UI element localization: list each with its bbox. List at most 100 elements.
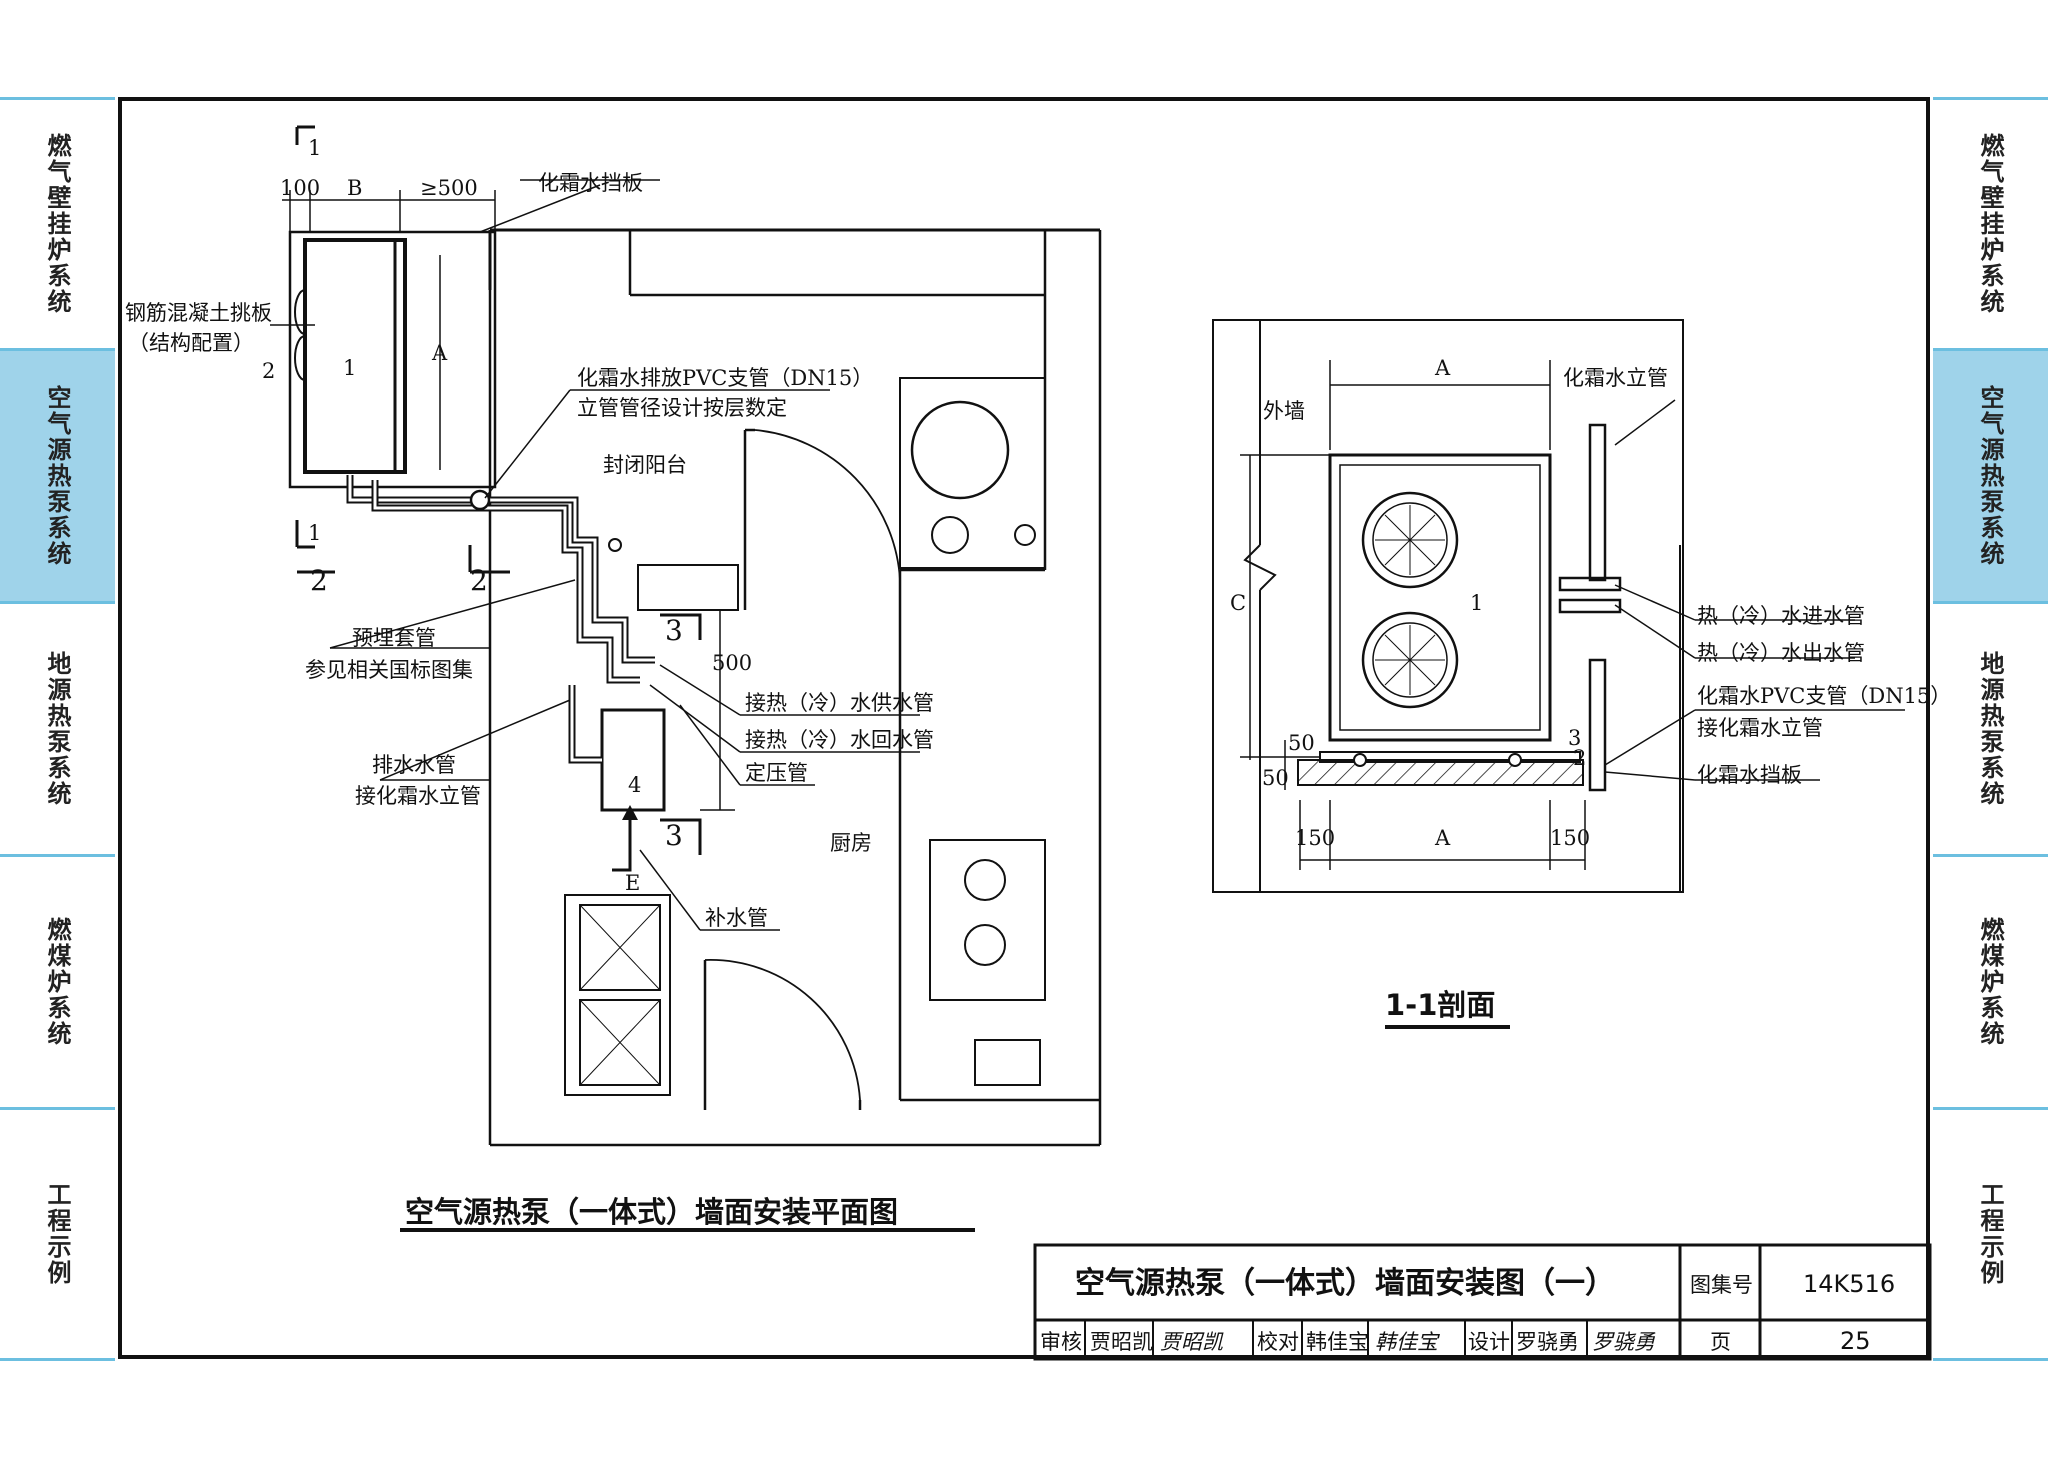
section-mark-3-bottom: 3 <box>665 819 683 852</box>
tab-label: 燃气壁挂炉系统 <box>43 133 71 315</box>
tab-label: 地源热泵系统 <box>1976 651 2004 807</box>
right-tab-ground-source[interactable]: 地源热泵系统 <box>1933 604 2048 854</box>
tab-divider <box>0 601 115 604</box>
left-tab-air-source[interactable]: 空气源热泵系统 <box>0 351 115 601</box>
designer-signature: 罗骁勇 <box>1592 1330 1656 1354</box>
section-mark-2: 2 <box>1573 746 1586 770</box>
left-tab-examples[interactable]: 工程示例 <box>0 1110 115 1358</box>
tab-divider <box>1933 1358 2048 1361</box>
label-riser: 化霜水立管 <box>1563 366 1668 390</box>
tab-divider <box>0 854 115 857</box>
label-defrost-baffle: 化霜水挡板 <box>538 171 643 195</box>
mark-2: 2 <box>262 359 275 383</box>
reviewer-signature: 贾昭凯 <box>1160 1330 1224 1354</box>
dim-e: E <box>625 871 640 895</box>
label-outlet: 热（冷）水出水管 <box>1697 641 1865 665</box>
left-tab-coal-stove[interactable]: 燃煤炉系统 <box>0 857 115 1107</box>
section-mark-1-bottom: 1 <box>308 521 321 545</box>
right-tab-air-source[interactable]: 空气源热泵系统 <box>1933 351 2048 601</box>
tab-label: 工程示例 <box>1976 1182 2004 1286</box>
dim-500: ≥500 <box>420 176 478 200</box>
label-section-pvc-note: 接化霜水立管 <box>1697 716 1823 740</box>
section-dim-150-right: 150 <box>1550 826 1590 850</box>
tab-divider <box>1933 1107 2048 1110</box>
section-dim-a-bottom: A <box>1434 826 1451 850</box>
tab-label: 地源热泵系统 <box>43 651 71 807</box>
tab-divider <box>0 1107 115 1110</box>
section-dim-c: C <box>1230 591 1246 615</box>
section-mark-2-right: 2 <box>470 564 488 597</box>
section-view <box>1212 319 1905 1029</box>
label-supply: 接热（冷）水供水管 <box>745 691 934 715</box>
left-tab-gas-boiler[interactable]: 燃气壁挂炉系统 <box>0 100 115 348</box>
label-pressure-pipe: 定压管 <box>745 761 808 785</box>
atlas-number: 14K516 <box>1803 1270 1895 1298</box>
label-balcony: 封闭阳台 <box>603 453 687 477</box>
washer-drum <box>910 400 1010 500</box>
plan-title: 空气源热泵（一体式）墙面安装平面图 <box>405 1195 898 1229</box>
design-label: 设计 <box>1468 1330 1510 1354</box>
section-mark-1: 1 <box>1470 591 1483 615</box>
label-inlet: 热（冷）水进水管 <box>1697 604 1865 628</box>
section-dim-a-top: A <box>1434 356 1451 380</box>
section-title: 1-1剖面 <box>1385 988 1495 1022</box>
dim-b: B <box>347 176 362 200</box>
section-dim-50-horizontal: 50 <box>1288 731 1315 755</box>
reviewer-name: 贾昭凯 <box>1090 1330 1153 1354</box>
label-slab: 钢筋混凝土挑板 <box>125 301 272 325</box>
label-kitchen: 厨房 <box>830 831 872 855</box>
tab-divider <box>0 97 115 100</box>
dim-100: 100 <box>280 176 320 200</box>
dim-a: A <box>431 341 448 365</box>
mark-1: 1 <box>343 356 356 380</box>
riser-pipe-lower <box>1588 658 1607 792</box>
title-block <box>1033 1243 1932 1361</box>
right-tab-gas-boiler[interactable]: 燃气壁挂炉系统 <box>1933 100 2048 348</box>
heat-pump-unit-elevation <box>1328 453 1552 742</box>
drawing-title: 空气源热泵（一体式）墙面安装图（一） <box>1075 1266 1615 1301</box>
label-pvc-branch: 化霜水排放PVC支管（DN15） <box>577 366 873 390</box>
dim-500-vertical: 500 <box>712 651 752 675</box>
label-pvc-note: 立管管径设计按层数定 <box>577 396 787 420</box>
fan-lower <box>1361 611 1459 709</box>
mark-4: 4 <box>628 773 641 797</box>
tab-divider <box>0 348 115 351</box>
title-block-text: 空气源热泵（一体式）墙面安装图（一） 图集号 14K516 审核 贾昭凯 贾昭凯… <box>1040 1266 1895 1355</box>
riser-pipe-upper <box>1588 423 1607 582</box>
tab-divider <box>1933 97 2048 100</box>
tab-divider <box>0 1358 115 1361</box>
check-label: 校对 <box>1257 1330 1299 1354</box>
section-dim-50-vertical: 50 <box>1262 766 1289 790</box>
tab-label: 空气源热泵系统 <box>43 385 71 567</box>
tab-divider <box>1933 854 2048 857</box>
base-slab <box>1297 759 1584 786</box>
right-tab-coal-stove[interactable]: 燃煤炉系统 <box>1933 857 2048 1107</box>
label-section-baffle: 化霜水挡板 <box>1697 763 1802 787</box>
tab-label: 工程示例 <box>43 1182 71 1286</box>
section-mark-3-top: 3 <box>665 614 683 647</box>
review-label: 审核 <box>1040 1330 1082 1354</box>
plan-view <box>270 125 1102 1232</box>
label-drain: 排水水管 <box>372 753 456 777</box>
label-drain-note: 接化霜水立管 <box>355 784 481 808</box>
tab-divider <box>1933 348 2048 351</box>
page-label: 页 <box>1710 1330 1731 1354</box>
checker-signature: 韩佳宝 <box>1375 1330 1440 1354</box>
checker-name: 韩佳宝 <box>1306 1330 1369 1354</box>
heat-pump-unit-plan <box>303 238 407 474</box>
right-tab-examples[interactable]: 工程示例 <box>1933 1110 2048 1358</box>
label-makeup: 补水管 <box>705 906 768 930</box>
stove <box>929 839 1046 1001</box>
drawing-frame <box>118 97 1930 1359</box>
label-slab-note: （结构配置） <box>128 331 254 355</box>
designer-name: 罗骁勇 <box>1516 1330 1579 1354</box>
label-section-pvc: 化霜水PVC支管（DN15） <box>1697 684 1951 708</box>
label-sleeve: 预埋套管 <box>352 626 436 650</box>
concrete-slab <box>288 230 497 489</box>
page-number: 25 <box>1840 1327 1871 1355</box>
section-dim-150-left: 150 <box>1295 826 1335 850</box>
left-tab-ground-source[interactable]: 地源热泵系统 <box>0 604 115 854</box>
label-return: 接热（冷）水回水管 <box>745 728 934 752</box>
section-mark-3: 3 <box>1568 726 1581 750</box>
